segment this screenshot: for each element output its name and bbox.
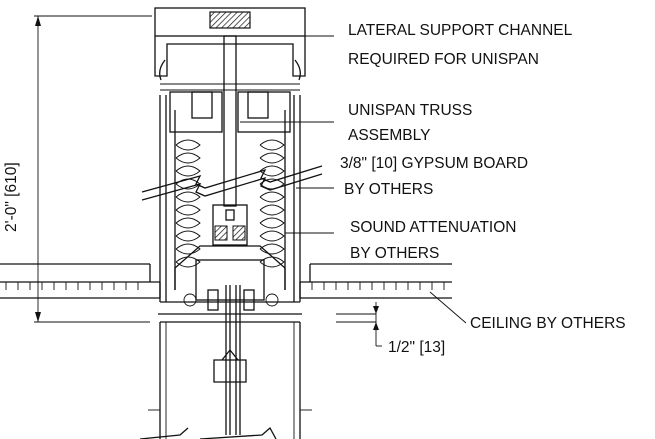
label-gypsum-line2: BY OTHERS (344, 181, 433, 198)
overall-height-dimension: 2'-0" [610] (3, 15, 152, 323)
unispan-truss (169, 35, 291, 246)
label-sound-line1: SOUND ATTENUATION (350, 219, 517, 236)
gap-dimension-label: 1/2" [13] (388, 339, 445, 356)
gypsum-board (159, 95, 301, 302)
label-sound-line2: BY OTHERS (350, 245, 439, 262)
ceiling-left (0, 263, 161, 299)
label-truss-line2: ASSEMBLY (348, 127, 430, 144)
break-line (141, 165, 323, 201)
lateral-support-channel (154, 7, 306, 91)
label-ceiling: CEILING BY OTHERS (470, 315, 626, 332)
label-lateral-support-line1: LATERAL SUPPORT CHANNEL (348, 22, 573, 39)
overall-height-label: 2'-0" [610] (3, 162, 20, 232)
wall-below (139, 285, 312, 439)
label-truss-line1: UNISPAN TRUSS (348, 102, 472, 119)
sound-attenuation-insulation (175, 139, 285, 268)
leaders (240, 35, 467, 324)
label-lateral-support-line2: REQUIRED FOR UNISPAN (348, 51, 539, 68)
label-gypsum-line1: 3/8" [10] GYPSUM BOARD (340, 155, 528, 172)
callouts: LATERAL SUPPORT CHANNEL REQUIRED FOR UNI… (340, 22, 626, 332)
gap-dimension: 1/2" [13] (336, 302, 445, 356)
ceiling-right (299, 263, 452, 299)
